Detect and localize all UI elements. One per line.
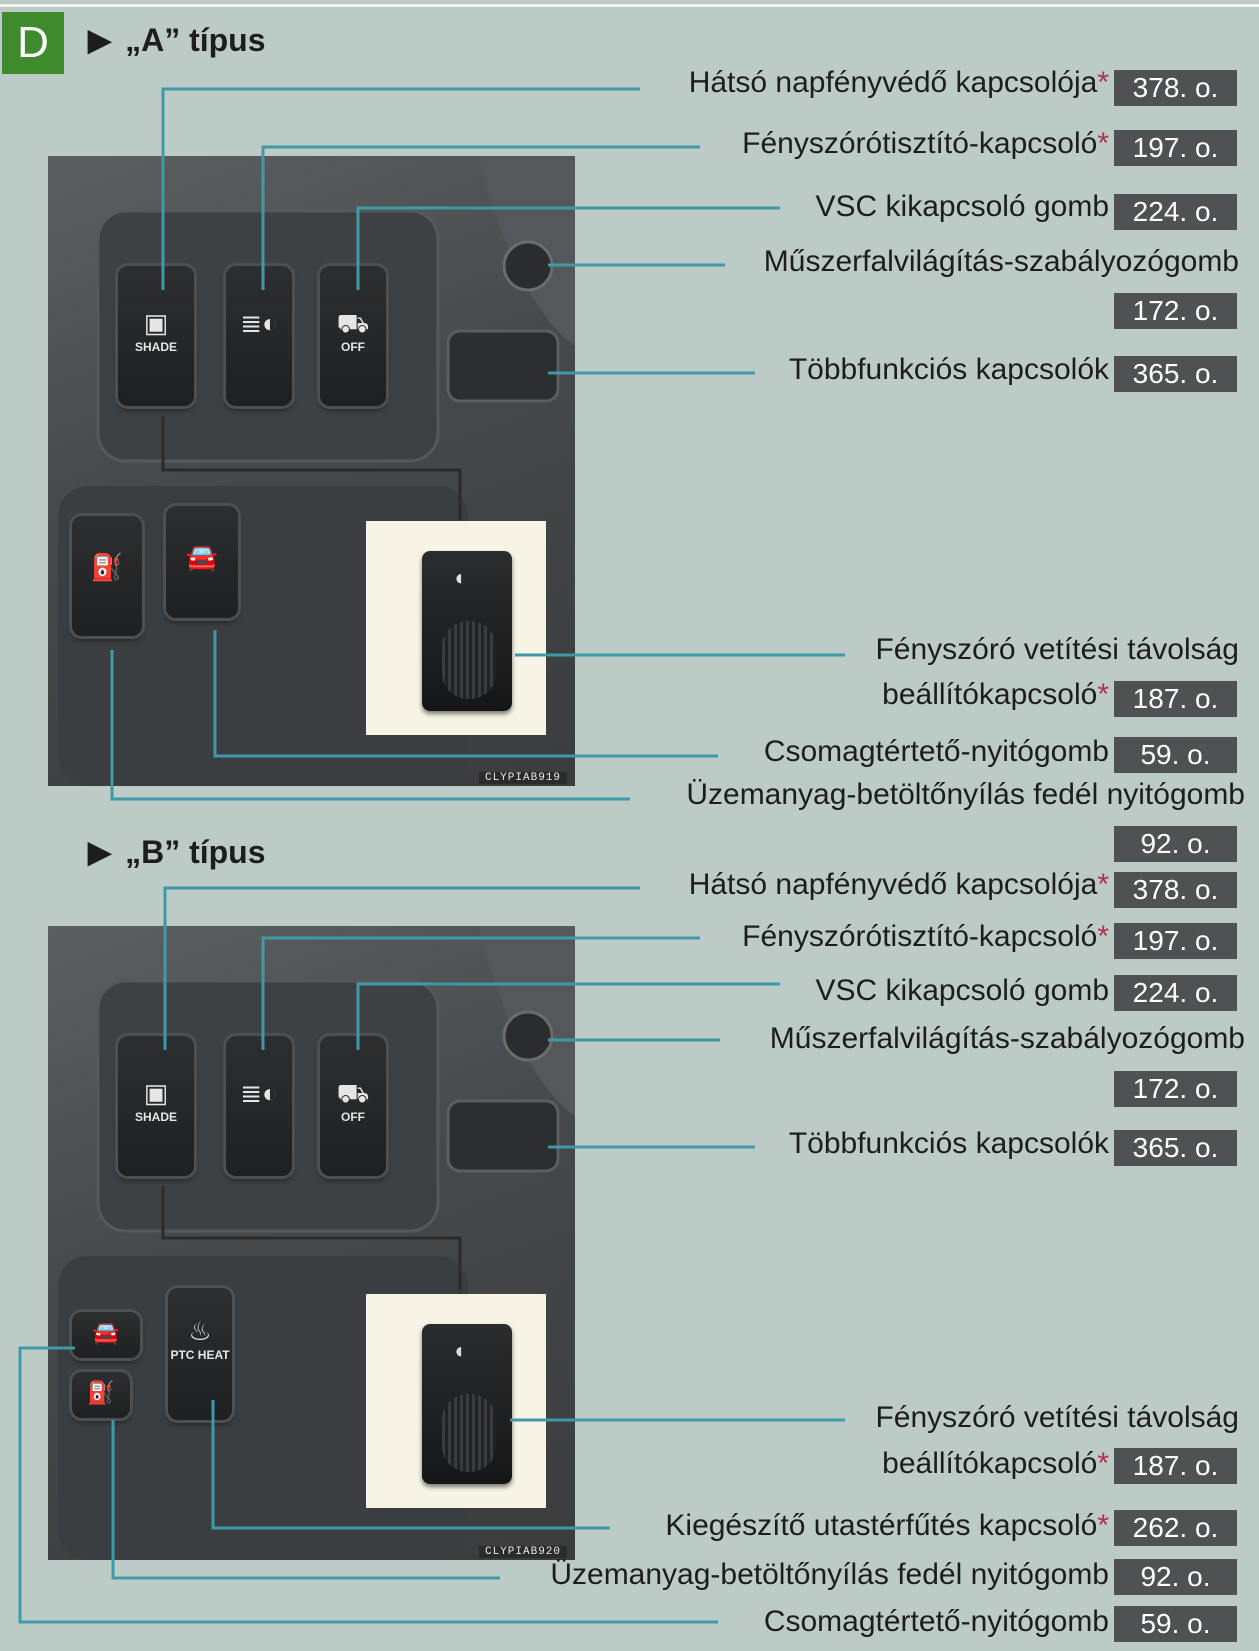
triangle-icon: ▶	[88, 24, 112, 57]
label-b-fuel: Üzemanyag-betöltőnyílás fedél nyitógomb	[550, 1558, 1109, 1591]
page-ref-b-heater[interactable]: 262. o.	[1114, 1510, 1237, 1546]
heater-icon: ♨	[188, 1316, 212, 1346]
top-rule	[0, 4, 1259, 7]
label-a-leveling-line1: Fényszóró vetítési távolság	[875, 633, 1239, 666]
headlamp-icon: ◖	[452, 565, 466, 590]
page-ref-b-multi[interactable]: 365. o.	[1114, 1130, 1237, 1166]
label-a-trunk: Csomagtértető-nyitógomb	[763, 735, 1109, 768]
shade-icon: ▣	[143, 308, 169, 338]
headlamp-cleaner-icon: ≣◐	[240, 308, 278, 338]
label-a-dimmer: Műszerfalvilágítás-szabályozógomb	[763, 245, 1239, 278]
shade-switch-a[interactable]: ▣ SHADE	[118, 266, 194, 406]
shade-icon: ▣	[143, 1078, 169, 1108]
vsc-off-switch-b[interactable]: ⛟ OFF	[320, 1036, 386, 1176]
triangle-icon: ▶	[88, 836, 112, 869]
page-ref-b-leveling[interactable]: 187. o.	[1114, 1448, 1237, 1484]
fuel-pump-icon: ⛽	[90, 552, 124, 582]
page-ref-a-fuel[interactable]: 92. o.	[1114, 826, 1237, 862]
fuel-pump-icon: ⛽	[87, 1380, 115, 1405]
type-a-photo: ▣ SHADE ≣◐ ⛟ OFF ⛽ 🚘 ◖ CLYPIAB919	[48, 156, 575, 786]
headlamp-leveling-inset-a: ◖	[366, 521, 546, 735]
label-a-fuel: Üzemanyag-betöltőnyílás fedél nyitógomb	[686, 778, 1245, 811]
page-ref-a-dimmer[interactable]: 172. o.	[1114, 293, 1237, 329]
vsc-switch-label: OFF	[341, 340, 365, 354]
type-b-photo: ▣ SHADE ≣◐ ⛟ OFF 🚘 ⛽ ♨ PTC HEAT ◖ CLYPIA…	[48, 926, 575, 1560]
fuel-door-opener-a[interactable]: ⛽	[72, 516, 142, 636]
vsc-off-switch-a[interactable]: ⛟ OFF	[320, 266, 386, 406]
label-a-vsc: VSC kikapcsoló gomb	[815, 190, 1109, 223]
shade-switch-label: SHADE	[134, 340, 177, 354]
leveling-dial[interactable]	[442, 1394, 496, 1472]
vsc-icon: ⛟	[336, 308, 370, 338]
shade-switch-label: SHADE	[134, 1110, 177, 1124]
heater-switch-label: PTC HEAT	[170, 1348, 230, 1362]
page-ref-b-fuel[interactable]: 92. o.	[1114, 1559, 1237, 1595]
label-a-multi: Többfunkciós kapcsolók	[788, 353, 1109, 386]
type-b-heading-text: „B” típus	[125, 834, 266, 870]
page-ref-b-dimmer[interactable]: 172. o.	[1114, 1071, 1237, 1107]
page-ref-a-rear-shade[interactable]: 378. o.	[1114, 70, 1237, 106]
page-ref-a-vsc[interactable]: 224. o.	[1114, 194, 1237, 230]
label-a-leveling-line2: beállítókapcsoló*	[882, 678, 1109, 711]
page-ref-b-trunk[interactable]: 59. o.	[1114, 1606, 1237, 1642]
label-b-heater: Kiegészítő utastérfűtés kapcsoló*	[665, 1509, 1109, 1542]
car-trunk-icon: 🚘	[92, 1320, 120, 1345]
page-ref-b-vsc[interactable]: 224. o.	[1114, 975, 1237, 1011]
page-ref-b-headlamp-cleaner[interactable]: 197. o.	[1114, 923, 1237, 959]
headlamp-cleaner-icon: ≣◐	[240, 1078, 278, 1108]
label-b-multi: Többfunkciós kapcsolók	[788, 1127, 1109, 1160]
label-b-headlamp-cleaner: Fényszórótisztító-kapcsoló*	[742, 920, 1109, 953]
page-ref-a-headlamp-cleaner[interactable]: 197. o.	[1114, 130, 1237, 166]
type-a-heading-text: „A” típus	[125, 22, 266, 58]
vsc-switch-label: OFF	[341, 1110, 365, 1124]
headlamp-leveling-inset-b: ◖	[366, 1294, 546, 1508]
image-id-b: CLYPIAB920	[478, 1546, 567, 1558]
section-badge: D	[2, 12, 64, 74]
ptc-heater-switch-b[interactable]: ♨ PTC HEAT	[168, 1288, 232, 1420]
headlamp-cleaner-switch-a[interactable]: ≣◐	[226, 266, 292, 406]
type-a-heading: ▶ „A” típus	[88, 22, 266, 59]
label-a-headlamp-cleaner: Fényszórótisztító-kapcsoló*	[742, 127, 1109, 160]
label-a-rear-shade: Hátsó napfényvédő kapcsolója*	[688, 66, 1109, 99]
headlamp-leveling-unit: ◖	[422, 551, 512, 711]
label-b-leveling-line1: Fényszóró vetítési távolság	[875, 1401, 1239, 1434]
headlamp-cleaner-switch-b[interactable]: ≣◐	[226, 1036, 292, 1176]
label-b-rear-shade: Hátsó napfényvédő kapcsolója*	[688, 868, 1109, 901]
page-ref-a-leveling[interactable]: 187. o.	[1114, 681, 1237, 717]
label-b-vsc: VSC kikapcsoló gomb	[815, 974, 1109, 1007]
type-b-heading: ▶ „B” típus	[88, 834, 266, 871]
image-id-a: CLYPIAB919	[478, 772, 567, 784]
label-b-trunk: Csomagtértető-nyitógomb	[763, 1605, 1109, 1638]
fuel-door-opener-b[interactable]: ⛽	[72, 1372, 130, 1418]
trunk-opener-a[interactable]: 🚘	[166, 506, 238, 618]
page-ref-b-rear-shade[interactable]: 378. o.	[1114, 872, 1237, 908]
headlamp-leveling-unit: ◖	[422, 1324, 512, 1484]
label-b-leveling-line2: beállítókapcsoló*	[882, 1447, 1109, 1480]
shade-switch-b[interactable]: ▣ SHADE	[118, 1036, 194, 1176]
label-b-dimmer: Műszerfalvilágítás-szabályozógomb	[769, 1022, 1245, 1055]
headlamp-icon: ◖	[452, 1338, 466, 1363]
page-ref-a-trunk[interactable]: 59. o.	[1114, 737, 1237, 773]
car-trunk-icon: 🚘	[185, 542, 219, 572]
trunk-opener-b[interactable]: 🚘	[72, 1312, 140, 1358]
page-ref-a-multi[interactable]: 365. o.	[1114, 356, 1237, 392]
leveling-dial[interactable]	[442, 621, 496, 699]
vsc-icon: ⛟	[336, 1078, 370, 1108]
